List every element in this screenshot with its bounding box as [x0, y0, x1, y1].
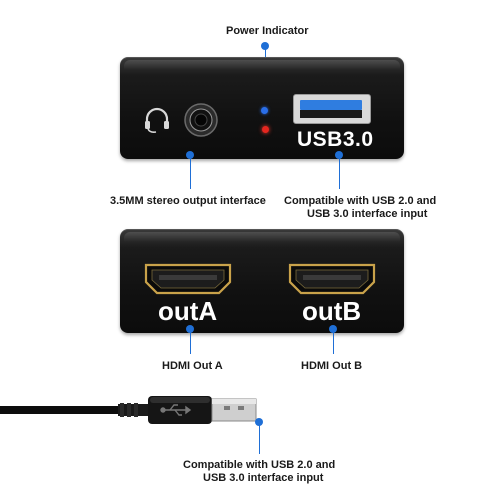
hdmi-port-a [144, 263, 232, 295]
headphone-icon [145, 107, 169, 133]
hdmi-port-b [288, 263, 376, 295]
usb-cable [0, 396, 257, 424]
usb-trident-icon [160, 404, 192, 416]
cable-label-line1: Compatible with USB 2.0 and [183, 459, 336, 471]
out-a-label: outA [158, 296, 218, 326]
usb-input-label-line2: USB 3.0 interface input [307, 208, 428, 220]
red-led [262, 126, 269, 133]
usb3-port [293, 94, 371, 124]
usb-input-label-line1: Compatible with USB 2.0 and [284, 195, 437, 207]
stereo-line [190, 155, 191, 189]
out-b-label: outB [302, 296, 362, 326]
cable-label-line2: USB 3.0 interface input [203, 472, 324, 484]
hdmi-a-line [190, 329, 191, 354]
power-indicator-label: Power Indicator [226, 25, 309, 37]
usb3-label: USB3.0 [297, 128, 374, 151]
hdmi-b-line [333, 329, 334, 354]
cable-line [259, 422, 260, 454]
usb-input-line [339, 155, 340, 189]
audio-jack-port [184, 103, 218, 137]
hdmi-out-b-label: HDMI Out B [301, 360, 363, 372]
stereo-output-label: 3.5MM stereo output interface [110, 195, 266, 207]
blue-led [261, 107, 268, 114]
hdmi-out-a-label: HDMI Out A [162, 360, 223, 372]
